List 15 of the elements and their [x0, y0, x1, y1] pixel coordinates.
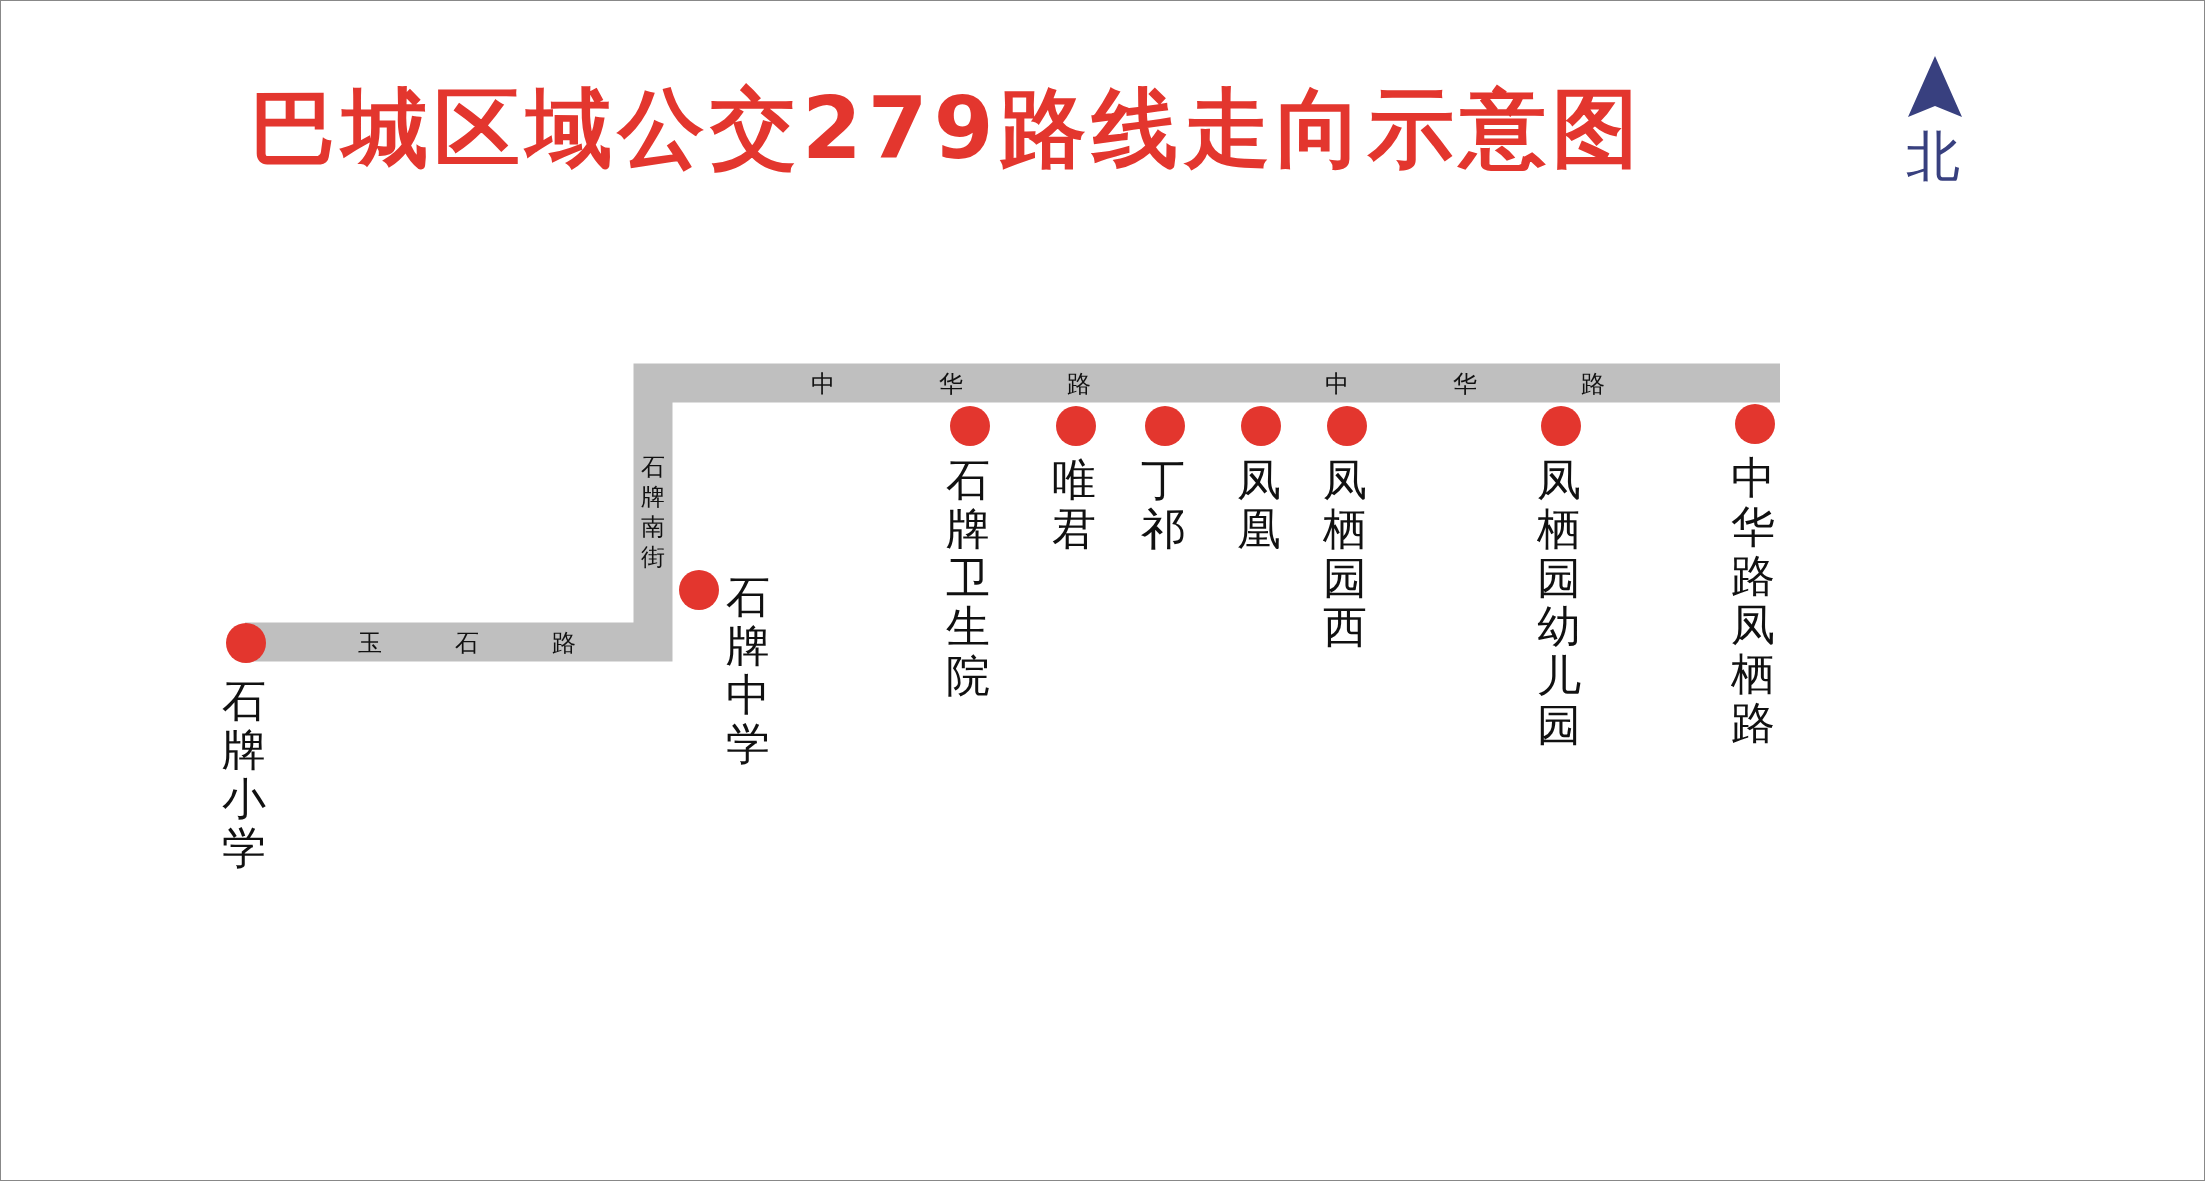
compass-label: 北	[1906, 128, 1960, 186]
stop-name: 凤栖园幼儿园	[1537, 455, 1582, 749]
stop-name: 石牌卫生院	[946, 455, 991, 700]
road-name: 中华路	[811, 371, 1195, 397]
road-name: 中华路	[1325, 371, 1709, 397]
stop-name: 石牌中学	[726, 572, 771, 768]
stop-name: 石牌小学	[222, 676, 267, 872]
stop-name: 凤栖园西	[1323, 455, 1368, 651]
stop-name: 唯君	[1052, 455, 1097, 553]
map-title: 巴城区域公交279路线走向示意图	[250, 78, 1644, 178]
road-name: 玉石路	[358, 630, 649, 656]
stop-name: 中华路凤栖路	[1731, 453, 1776, 747]
stop-name: 凤凰	[1237, 455, 1282, 553]
stop-name: 丁祁	[1141, 455, 1186, 553]
road-name: 石牌南街	[641, 452, 666, 572]
